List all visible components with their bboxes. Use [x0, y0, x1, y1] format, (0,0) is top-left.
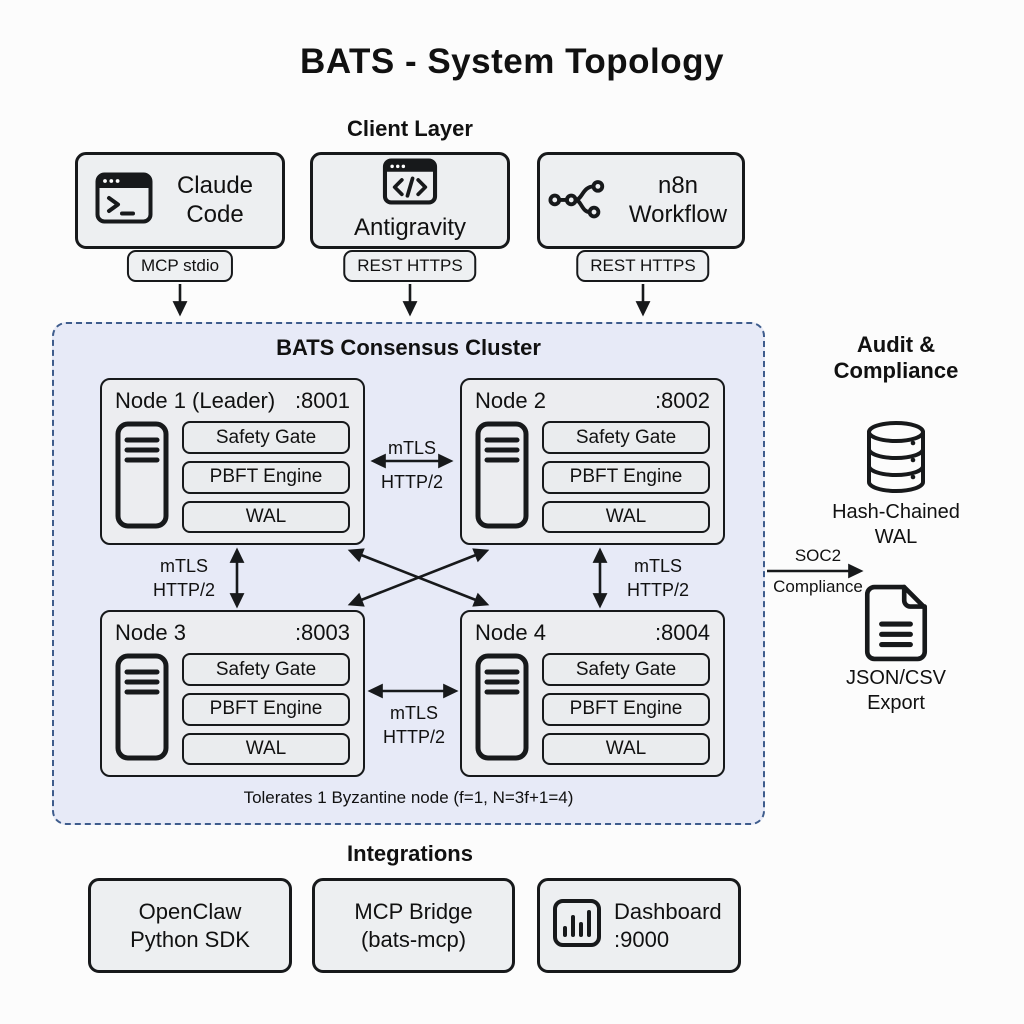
- node-name: Node 4: [475, 620, 546, 645]
- node-name: Node 1 (Leader): [115, 388, 276, 413]
- json-csv-export-label: JSON/CSV Export: [845, 667, 947, 714]
- document-icon: [864, 584, 928, 667]
- soc2-arrow-label-bottom: Compliance: [773, 577, 863, 596]
- component-pbft-engine: PBFT Engine: [182, 692, 350, 726]
- bar-chart-icon: [552, 898, 602, 953]
- node-port: :8001: [294, 388, 350, 413]
- component-pbft-engine: PBFT Engine: [542, 692, 710, 726]
- integration-box-dashboard: Dashboard :9000: [537, 878, 741, 973]
- component-wal: WAL: [182, 732, 350, 766]
- node-2-box: Node 2 :8002 Safety Gate PBFT Engine WAL: [460, 378, 725, 545]
- node-name: Node 3: [115, 620, 186, 645]
- component-pbft-engine: PBFT Engine: [542, 460, 710, 494]
- node-4-box: Node 4 :8004 Safety Gate PBFT Engine WAL: [460, 610, 725, 777]
- node-port: :8004: [654, 620, 710, 645]
- node-name: Node 2: [475, 388, 546, 413]
- audit-title: Audit & Compliance: [833, 332, 959, 383]
- code-window-icon: [382, 158, 438, 210]
- page-title: BATS - System Topology: [300, 42, 724, 81]
- integration-label: OpenClaw Python SDK: [130, 899, 250, 952]
- server-icon: [115, 421, 169, 533]
- client-label: Antigravity: [353, 214, 467, 242]
- integration-label: MCP Bridge (bats-mcp): [354, 899, 473, 952]
- server-icon: [475, 653, 529, 765]
- link-label-left: mTLS HTTP/2: [152, 556, 215, 601]
- component-safety-gate: Safety Gate: [542, 421, 710, 454]
- protocol-badge: REST HTTPS: [576, 250, 710, 282]
- component-wal: WAL: [542, 500, 710, 534]
- database-icon: [862, 420, 930, 499]
- node-1-box: Node 1 (Leader) :8001 Safety Gate PBFT E…: [100, 378, 365, 545]
- client-box-antigravity: Antigravity: [310, 152, 510, 249]
- server-icon: [115, 653, 169, 765]
- link-label-top-http2: HTTP/2: [380, 472, 443, 492]
- node-port: :8002: [654, 388, 710, 413]
- protocol-badge: REST HTTPS: [343, 250, 477, 282]
- client-label: n8n Workflow: [628, 172, 728, 228]
- link-label-bottom: mTLS HTTP/2: [382, 703, 445, 748]
- node-3-box: Node 3 :8003 Safety Gate PBFT Engine WAL: [100, 610, 365, 777]
- integration-label: Dashboard :9000: [614, 899, 722, 952]
- node-port: :8003: [294, 620, 350, 645]
- component-wal: WAL: [542, 732, 710, 766]
- component-wal: WAL: [182, 500, 350, 534]
- integration-box-openclaw: OpenClaw Python SDK: [88, 878, 292, 973]
- component-safety-gate: Safety Gate: [542, 653, 710, 686]
- client-layer-label: Client Layer: [347, 116, 473, 141]
- client-box-n8n: n8n Workflow: [537, 152, 745, 249]
- integration-box-mcp-bridge: MCP Bridge (bats-mcp): [312, 878, 515, 973]
- client-box-claude-code: Claude Code: [75, 152, 285, 249]
- soc2-arrow-label-top: SOC2: [794, 546, 842, 565]
- component-safety-gate: Safety Gate: [182, 421, 350, 454]
- component-pbft-engine: PBFT Engine: [182, 460, 350, 494]
- integrations-label: Integrations: [347, 841, 473, 866]
- link-label-right: mTLS HTTP/2: [626, 556, 689, 601]
- client-label: Claude Code: [176, 172, 254, 228]
- protocol-badge: MCP stdio: [126, 250, 234, 282]
- workflow-nodes-icon: [548, 176, 610, 225]
- hash-chained-wal-label: Hash-Chained WAL: [832, 501, 960, 548]
- server-icon: [475, 421, 529, 533]
- byzantine-footnote: Tolerates 1 Byzantine node (f=1, N=3f+1=…: [243, 788, 574, 807]
- component-safety-gate: Safety Gate: [182, 653, 350, 686]
- cluster-title: BATS Consensus Cluster: [276, 335, 541, 360]
- link-label-top-mtls: mTLS: [387, 438, 436, 458]
- terminal-window-icon: [95, 172, 153, 229]
